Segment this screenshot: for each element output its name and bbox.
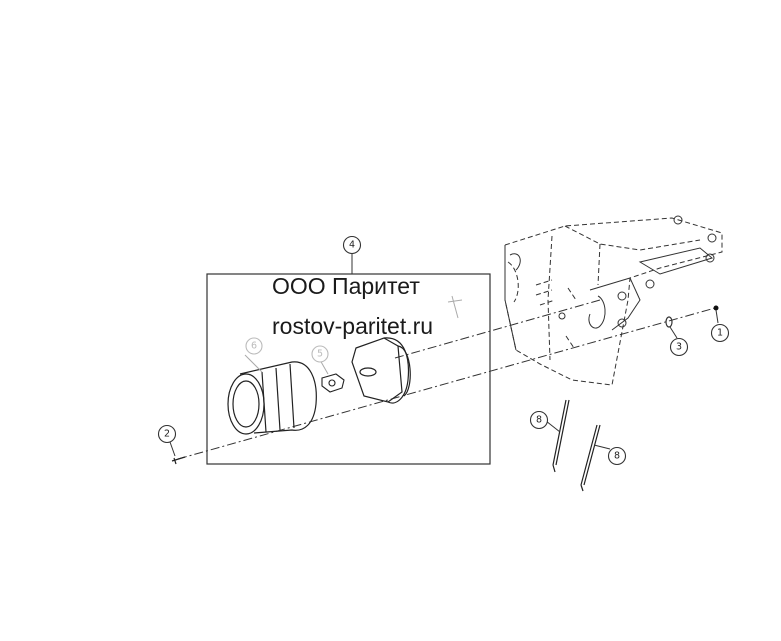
callout-3: 3 [669, 337, 689, 357]
callout-5: 5 [311, 345, 329, 363]
lamp-housing [351, 337, 411, 404]
assembly-box [206, 273, 491, 465]
callout-1: 1 [710, 323, 730, 343]
callouts: 1 2 3 4 5 6 8 8 [157, 235, 730, 466]
callout-8a: 8 [529, 410, 549, 430]
cable-ties [552, 399, 601, 492]
screw-2 [171, 456, 186, 465]
callout-6: 6 [245, 337, 263, 355]
faint-leaders [244, 295, 463, 375]
lamp-body [227, 361, 317, 435]
connector-5 [321, 373, 345, 393]
watermark-url: rostov-paritet.ru [272, 313, 434, 339]
mounting-bracket [504, 215, 723, 386]
nut-1 [713, 305, 719, 311]
callout-2-label: 2 [164, 429, 170, 440]
callout-8a-label: 8 [536, 415, 542, 426]
callout-8b: 8 [607, 446, 627, 466]
callout-leaders [169, 254, 719, 457]
callout-8b-label: 8 [614, 451, 620, 462]
callout-1-label: 1 [717, 328, 723, 339]
callout-4-label: 4 [349, 240, 355, 251]
callout-5-label: 5 [317, 349, 323, 360]
callout-3-label: 3 [676, 342, 682, 353]
watermark-company: ООО Паритет [272, 273, 420, 299]
callout-6-label: 6 [251, 341, 257, 352]
callout-4: 4 [342, 235, 362, 255]
washer-3 [665, 316, 673, 328]
callout-2: 2 [157, 424, 177, 444]
alignment-axes [177, 299, 716, 460]
